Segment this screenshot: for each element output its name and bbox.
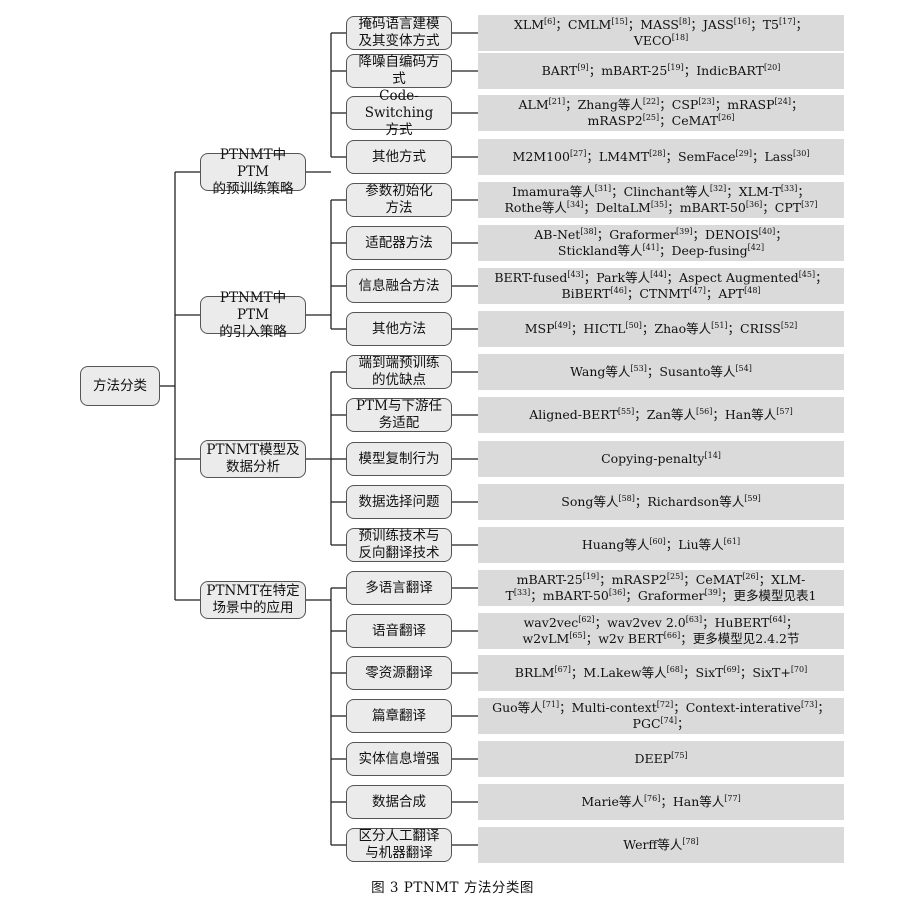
subcategory-node: 模型复制行为 — [346, 442, 452, 476]
reference-leaf: ALM[21]；Zhang等人[22]；CSP[23]；mRASP[24]；mR… — [478, 95, 844, 131]
reference-leaf: Aligned-BERT[55]；Zan等人[56]；Han等人[57] — [478, 397, 844, 433]
subcategory-node: 预训练技术与反向翻译技术 — [346, 528, 452, 562]
reference-leaf: AB-Net[38]；Graformer[39]；DENOIS[40]；Stic… — [478, 225, 844, 261]
subcategory-node: 实体信息增强 — [346, 742, 452, 776]
reference-leaf: mBART-25[19]；mRASP2[25]；CeMAT[26]；XLM-T[… — [478, 570, 844, 606]
reference-leaf: BERT-fused[43]；Park等人[44]；Aspect Augment… — [478, 268, 844, 304]
reference-leaf: BRLM[67]；M.Lakew等人[68]；SixT[69]；SixT+[70… — [478, 655, 844, 691]
reference-leaf: BART[9]；mBART-25[19]；IndicBART[20] — [478, 53, 844, 89]
reference-leaf: Marie等人[76]；Han等人[77] — [478, 784, 844, 820]
subcategory-node: 掩码语言建模及其变体方式 — [346, 16, 452, 50]
subcategory-node: 端到端预训练的优缺点 — [346, 355, 452, 389]
figure-caption: 图 3 PTNMT 方法分类图 — [371, 880, 534, 896]
reference-leaf: Huang等人[60]；Liu等人[61] — [478, 527, 844, 563]
root-node: 方法分类 — [80, 366, 160, 406]
subcategory-node: PTM与下游任务适配 — [346, 398, 452, 432]
reference-leaf: DEEP[75] — [478, 741, 844, 777]
subcategory-node: 适配器方法 — [346, 226, 452, 260]
subcategory-node: 零资源翻译 — [346, 656, 452, 690]
subcategory-node: 区分人工翻译与机器翻译 — [346, 828, 452, 862]
reference-leaf: wav2vec[62]；wav2vev 2.0[63]；HuBERT[64]；w… — [478, 613, 844, 649]
subcategory-node: 参数初始化方法 — [346, 183, 452, 217]
reference-leaf: Wang等人[53]；Susanto等人[54] — [478, 354, 844, 390]
reference-leaf: Imamura等人[31]；Clinchant等人[32]；XLM-T[33]；… — [478, 182, 844, 218]
reference-leaf: MSP[49]；HICTL[50]；Zhao等人[51]；CRISS[52] — [478, 311, 844, 347]
subcategory-node: 数据合成 — [346, 785, 452, 819]
reference-leaf: Werff等人[78] — [478, 827, 844, 863]
subcategory-node: 数据选择问题 — [346, 485, 452, 519]
reference-leaf: Copying-penalty[14] — [478, 441, 844, 477]
subcategory-node: 信息融合方法 — [346, 269, 452, 303]
subcategory-node: 其他方式 — [346, 140, 452, 174]
subcategory-node: 篇章翻译 — [346, 699, 452, 733]
category-node: PTNMT在特定场景中的应用 — [200, 581, 306, 619]
reference-leaf: M2M100[27]；LM4MT[28]；SemFace[29]；Lass[30… — [478, 139, 844, 175]
subcategory-node: 多语言翻译 — [346, 571, 452, 605]
subcategory-node: 语音翻译 — [346, 614, 452, 648]
subcategory-node: 其他方法 — [346, 312, 452, 346]
category-node: PTNMT模型及数据分析 — [200, 440, 306, 478]
reference-leaf: XLM[6]；CMLM[15]；MASS[8]；JASS[16]；T5[17]；… — [478, 15, 844, 51]
subcategory-node: 降噪自编码方式 — [346, 54, 452, 88]
reference-leaf: Song等人[58]；Richardson等人[59] — [478, 484, 844, 520]
reference-leaf: Guo等人[71]；Multi-context[72]；Context-inte… — [478, 698, 844, 734]
